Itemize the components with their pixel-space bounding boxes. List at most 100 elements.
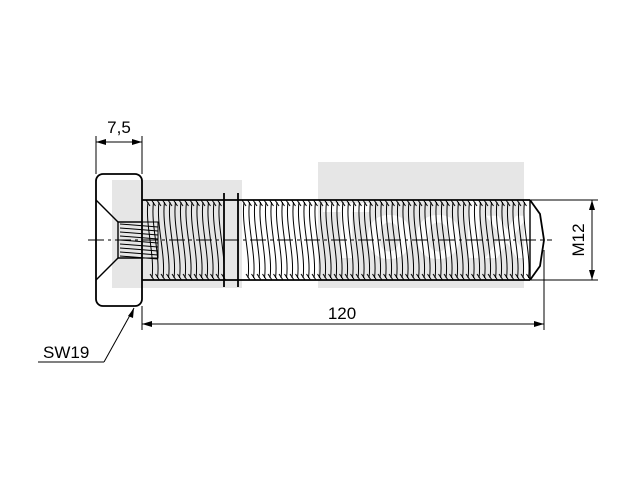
thread-tooth-top — [340, 199, 346, 207]
thread-tooth-top — [346, 199, 351, 207]
thread-tooth-bottom — [394, 273, 399, 281]
thread-crest — [325, 201, 332, 279]
thread-tooth-bottom — [210, 273, 215, 281]
thread-tooth-bottom — [438, 273, 443, 281]
thread-crest — [435, 201, 442, 279]
thread-tooth-top — [178, 199, 184, 207]
thread-tooth-bottom — [155, 273, 160, 281]
thread-tooth-bottom — [443, 273, 449, 281]
thread-tooth-top — [206, 199, 211, 207]
thread-tooth-bottom — [383, 273, 388, 281]
thread-tooth-top — [516, 199, 522, 207]
wrench-size-label: SW19 — [43, 343, 89, 362]
thread-tooth-top — [434, 199, 439, 207]
thread-tooth-bottom — [295, 273, 300, 281]
thread-tooth-top — [412, 199, 417, 207]
thread-tooth-bottom — [339, 273, 344, 281]
thread-tooth-top — [456, 199, 461, 207]
head-width-label: 7,5 — [107, 118, 131, 137]
wrench-size-callout: SW19 — [38, 307, 135, 363]
thread-tooth-top — [335, 199, 340, 207]
thread-tooth-top — [156, 199, 162, 207]
thread-tooth-bottom — [160, 273, 166, 281]
thread-tooth-top — [423, 199, 428, 207]
thread-tooth-bottom — [333, 273, 339, 281]
thread-tooth-top — [373, 199, 379, 207]
thread-tooth-top — [285, 199, 291, 207]
thread-tooth-bottom — [166, 273, 171, 281]
thread-tooth-bottom — [204, 273, 210, 281]
thread-crest — [163, 201, 170, 279]
thread-tooth-top — [258, 199, 263, 207]
thread-tooth-bottom — [366, 273, 372, 281]
thread-tooth-bottom — [454, 273, 460, 281]
thread-tooth-bottom — [377, 273, 383, 281]
thread-tooth-top — [280, 199, 285, 207]
thread-tooth-top — [200, 199, 206, 207]
leader-arrow — [128, 308, 134, 318]
shank-tip — [529, 199, 545, 281]
thread-tooth-top — [324, 199, 329, 207]
thread-tooth-top — [489, 199, 494, 207]
thread-tooth-top — [417, 199, 423, 207]
thread-tooth-bottom — [427, 273, 432, 281]
thread-tooth-bottom — [504, 273, 509, 281]
thread-crest — [185, 201, 192, 279]
thread-tooth-bottom — [188, 273, 193, 281]
thread-crest — [506, 201, 514, 279]
thread-tooth-top — [263, 199, 269, 207]
thread-tooth-top — [472, 199, 478, 207]
thread-tooth-top — [357, 199, 362, 207]
arrow-top — [589, 200, 595, 210]
thread-crest — [352, 201, 360, 279]
thread-tooth-top — [195, 199, 200, 207]
thread-tooth-bottom — [515, 273, 520, 281]
thread-tooth-top — [428, 199, 434, 207]
thread-tooth-top — [269, 199, 274, 207]
thread-tooth-top — [252, 199, 258, 207]
thread-tooth-top — [318, 199, 324, 207]
thread-crest — [407, 201, 415, 279]
thread-tooth-bottom — [416, 273, 421, 281]
thread-tooth-bottom — [344, 273, 350, 281]
thread-tooth-bottom — [421, 273, 427, 281]
thread-tooth-bottom — [460, 273, 465, 281]
thread-tooth-top — [362, 199, 368, 207]
thread-tooth-top — [395, 199, 401, 207]
thread-crest — [270, 201, 277, 279]
thread-tooth-bottom — [509, 273, 515, 281]
thread-tooth-bottom — [251, 273, 256, 281]
thread-tooth-bottom — [487, 273, 493, 281]
head-chamfer-bottom — [95, 257, 119, 281]
thread-tooth-bottom — [493, 273, 498, 281]
thread-tooth-bottom — [171, 273, 177, 281]
thread-tooth-top — [313, 199, 318, 207]
thread-tooth-top — [329, 199, 335, 207]
thread-tooth-bottom — [432, 273, 438, 281]
thread-tooth-top — [173, 199, 178, 207]
thread-tooth-bottom — [355, 273, 361, 281]
thread-tooth-bottom — [322, 273, 328, 281]
thread-crest — [347, 201, 354, 279]
arrow-bottom — [589, 270, 595, 280]
thread-tooth-top — [296, 199, 302, 207]
thread-tooth-bottom — [177, 273, 182, 281]
thread-tooth-bottom — [245, 273, 251, 281]
thread-tooth-bottom — [372, 273, 377, 281]
thread-tooth-bottom — [399, 273, 405, 281]
thread-tooth-bottom — [388, 273, 394, 281]
thread-tooth-top — [274, 199, 280, 207]
thread-crest — [264, 201, 272, 279]
thread-tooth-top — [500, 199, 505, 207]
thread-tooth-top — [511, 199, 516, 207]
thread-crest — [319, 201, 327, 279]
thread-tooth-top — [302, 199, 307, 207]
thread-tooth-bottom — [476, 273, 482, 281]
thread-tooth-bottom — [498, 273, 504, 281]
thread-tooth-bottom — [256, 273, 262, 281]
thread-tooth-top — [162, 199, 167, 207]
thread-tooth-bottom — [278, 273, 284, 281]
arrow-start — [142, 321, 152, 327]
thread-tooth-top — [145, 199, 151, 207]
thread-tooth-bottom — [465, 273, 471, 281]
